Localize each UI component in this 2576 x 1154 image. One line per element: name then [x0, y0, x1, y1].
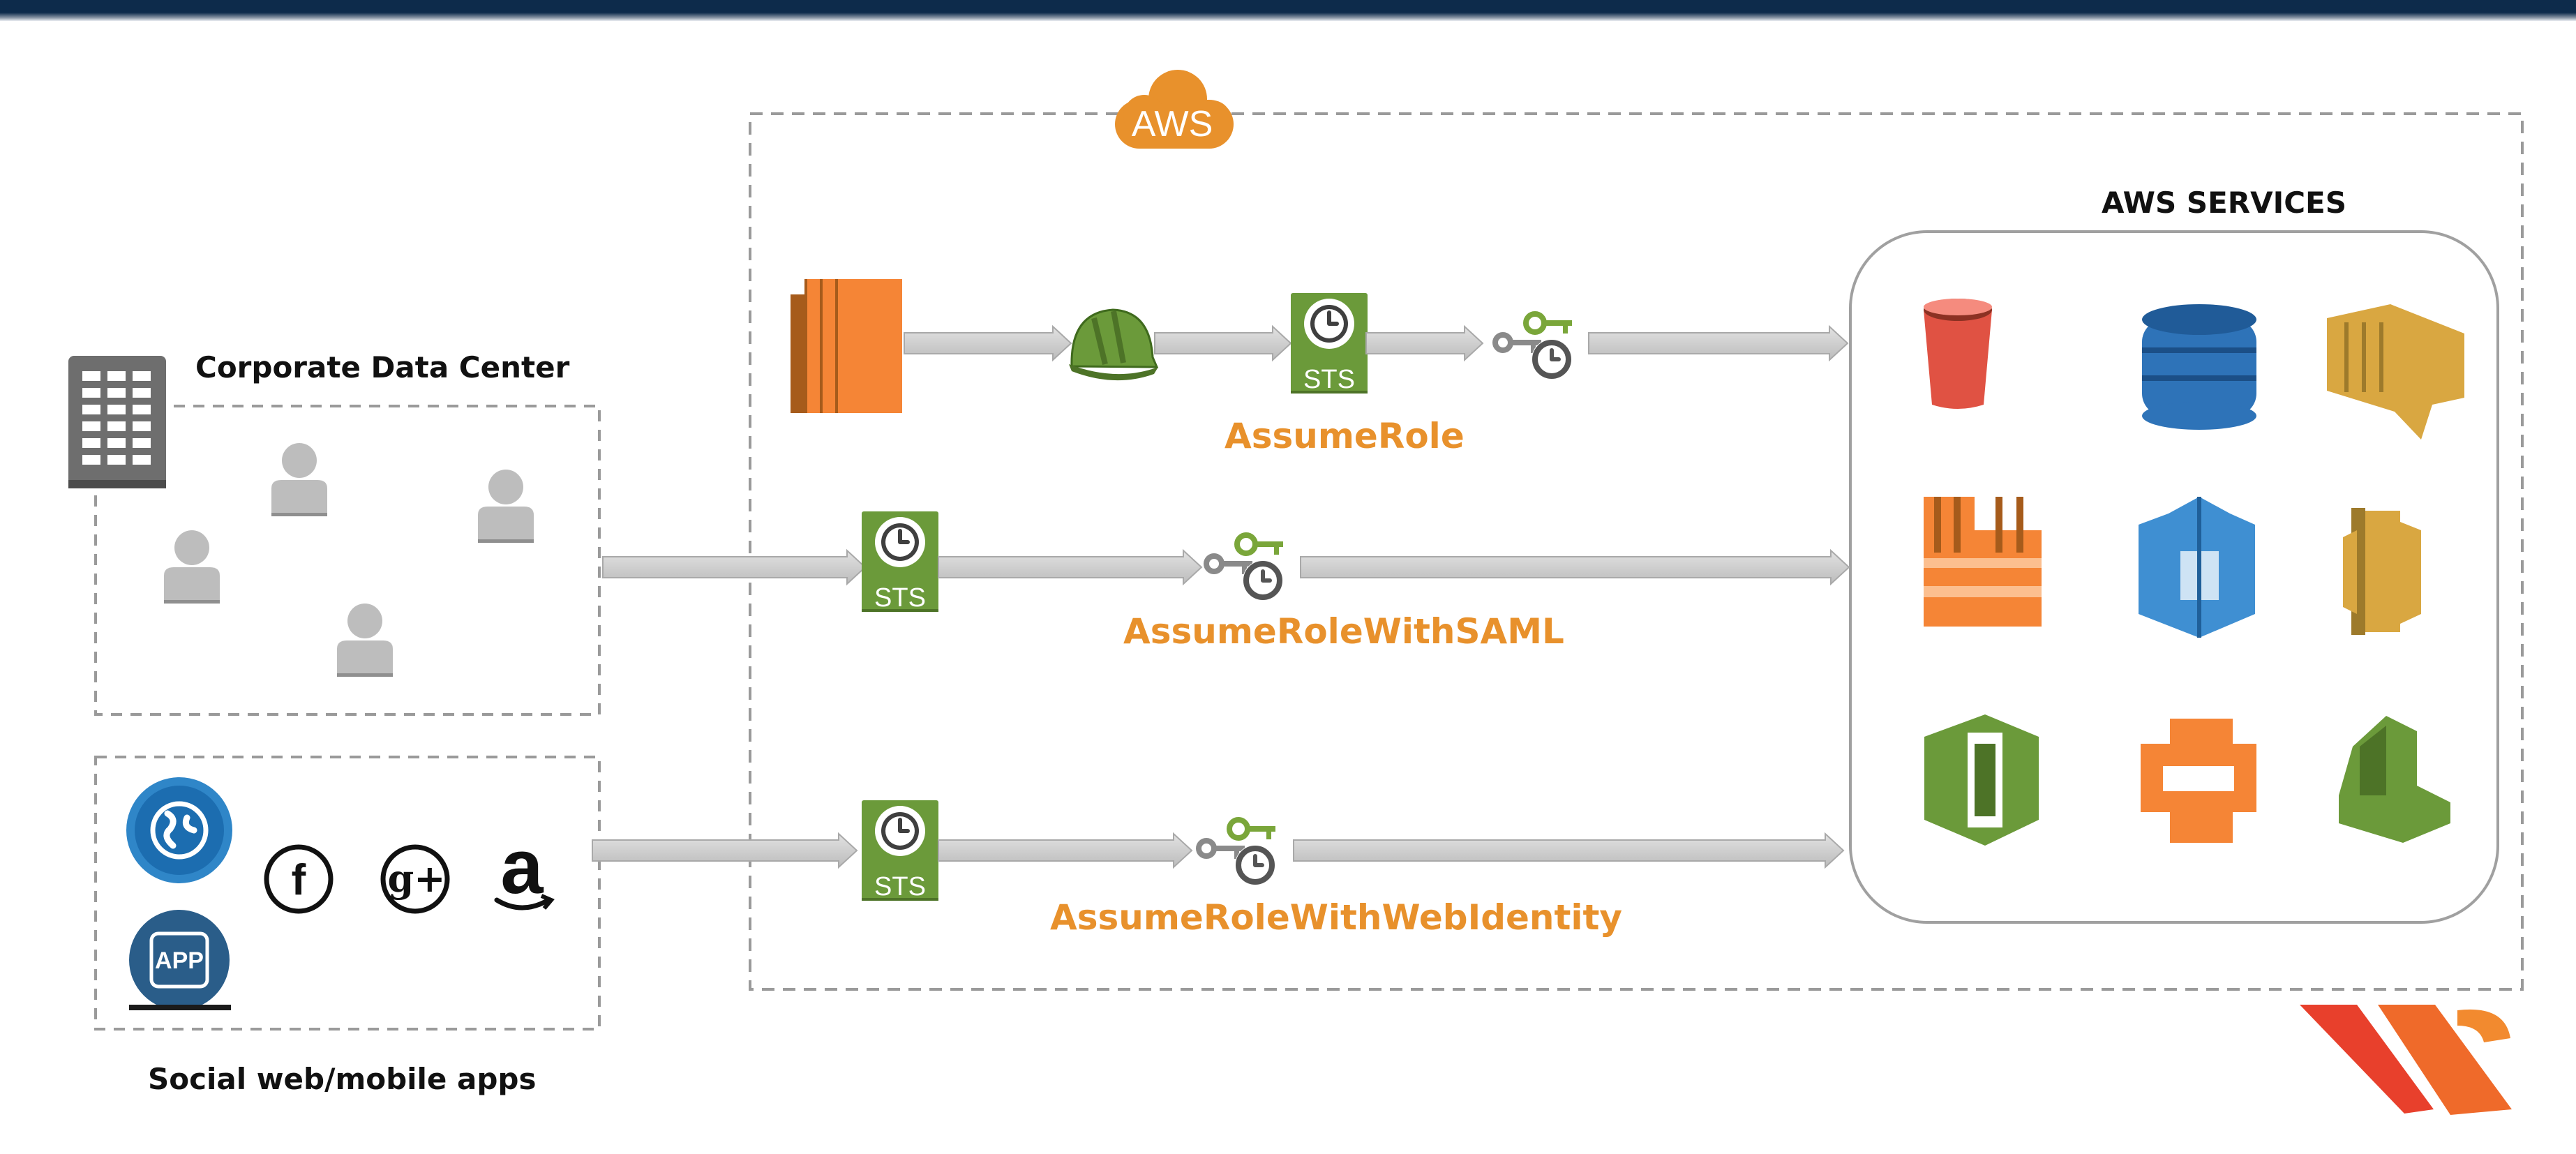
temporary-credentials-icon: [1495, 314, 1572, 380]
redshift-icon: [1924, 497, 2042, 627]
temporary-credentials-icon: [1206, 535, 1283, 601]
assume-role-with-saml-label: AssumeRoleWithSAML: [1123, 611, 1564, 652]
user-icon: [478, 470, 534, 543]
s3-bucket-icon: [1924, 299, 1992, 409]
mobile-app-icon: [129, 910, 231, 1010]
arrow-flow-1: [1365, 324, 1484, 362]
iam-role-helmet-icon: [1069, 308, 1159, 381]
user-icon: [337, 604, 393, 677]
assume-role-label: AssumeRole: [1225, 416, 1465, 456]
arrow-flow-2: [1300, 548, 1850, 586]
building-icon: [68, 356, 166, 488]
corporate-border: [94, 405, 601, 716]
arrow-flow-1: [1588, 324, 1849, 362]
arrow-flow-3: [1293, 832, 1845, 869]
dynamodb-icon: [2142, 304, 2256, 430]
aws-cloud-label: AWS: [1131, 104, 1213, 144]
cognito-icon: [2139, 497, 2255, 638]
google-plus-glyph: g+: [387, 856, 445, 901]
google-plus-icon: [380, 844, 450, 914]
temporary-credentials-icon: [1199, 820, 1275, 885]
aws-cloud-icon: [1115, 70, 1234, 149]
opsworks-icon: [1924, 714, 2039, 846]
social-apps-label: Social web/mobile apps: [148, 1062, 537, 1096]
arrow-flow-1: [904, 324, 1072, 362]
aws-region-border: [749, 112, 2524, 991]
social-apps-border: [94, 756, 601, 1031]
sts-caption: STS: [1303, 365, 1355, 394]
header-bar: [0, 0, 2576, 21]
arrow-flow-1: [1154, 324, 1292, 362]
facebook-glyph: f: [292, 856, 306, 904]
aws-services-title: AWS SERVICES: [2102, 186, 2346, 220]
user-icon: [164, 530, 220, 604]
assume-role-with-web-identity-label: AssumeRoleWithWebIdentity: [1050, 897, 1623, 938]
ecs-icon: [2141, 719, 2256, 843]
arrow-flow-2: [602, 548, 867, 586]
beanstalk-icon: [2339, 716, 2450, 843]
ec2-instance-icon: [791, 279, 902, 413]
facebook-icon: [264, 844, 334, 914]
sts-caption: STS: [874, 872, 926, 901]
kinesis-icon: [2327, 304, 2464, 440]
sts-caption: STS: [874, 583, 926, 613]
brand-logo: [2300, 1005, 2512, 1115]
arrow-flow-3: [938, 832, 1193, 869]
amazon-glyph: a: [500, 824, 544, 910]
corporate-data-center-label: Corporate Data Center: [195, 350, 570, 384]
globe-icon: [126, 777, 232, 883]
arrow-flow-3: [592, 832, 858, 869]
arrow-flow-2: [938, 548, 1203, 586]
user-icon: [271, 443, 327, 516]
amazon-icon: [494, 894, 555, 911]
api-gateway-icon: [2343, 508, 2421, 635]
app-badge-text: APP: [155, 947, 204, 974]
